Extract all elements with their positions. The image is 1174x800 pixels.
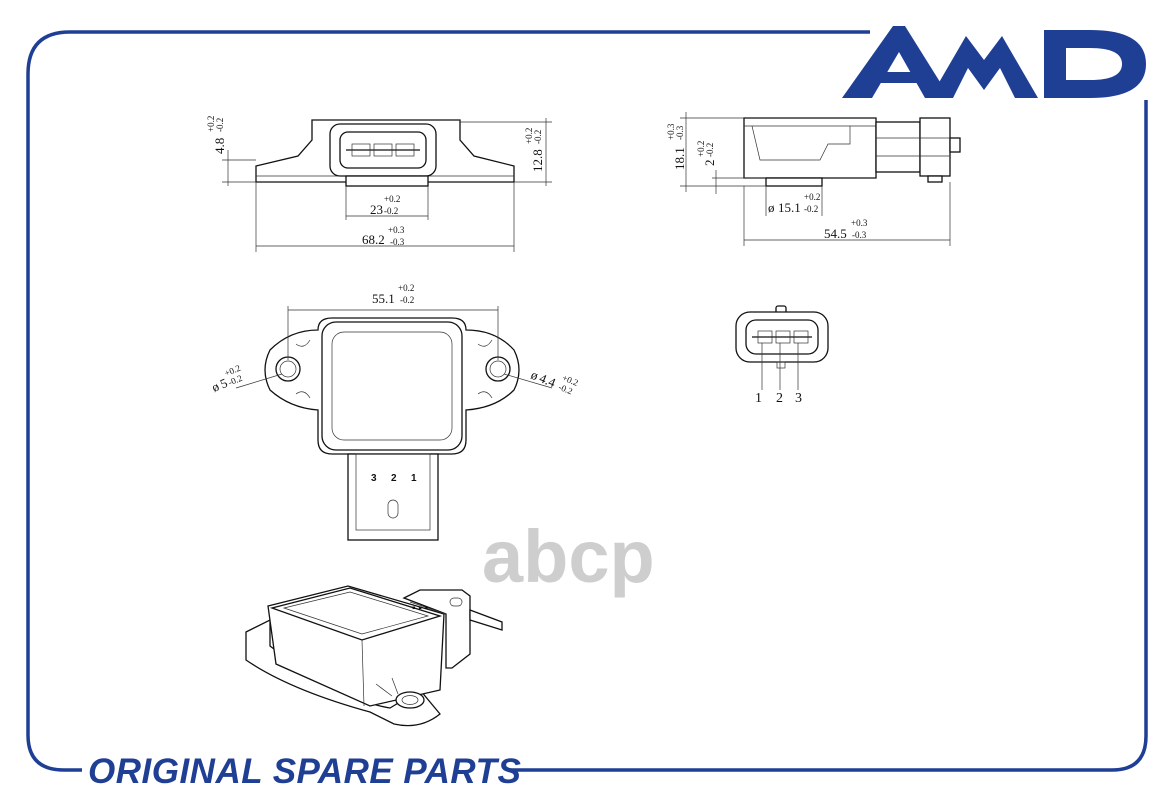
connector-view [735, 305, 829, 390]
tol-total-width-lower: -0.3 [390, 237, 405, 247]
amd-logo [842, 26, 1146, 98]
tol-body-height-lower: -0.2 [533, 130, 543, 144]
dim-shaft-diameter-prefix: ø [768, 200, 775, 215]
dim-total-height: 18.1 [672, 147, 687, 170]
dim-shaft-diameter: 15.1 [778, 200, 801, 215]
tol-flange-height-upper: +0.2 [206, 116, 216, 132]
tol-flange-height-lower: -0.2 [215, 118, 225, 132]
tol-shaft-upper: +0.2 [804, 192, 820, 202]
dim-step-height: 2 [702, 160, 717, 167]
isometric-view: ▪ ▪ ▪ [245, 585, 503, 727]
tol-total-length-upper: +0.3 [851, 218, 868, 228]
dim-total-length: 54.5 [824, 226, 847, 241]
tol-step-height-upper: +0.2 [696, 141, 706, 157]
tol-hole-pitch-upper: +0.2 [398, 283, 414, 293]
dim-body-height: 12.8 [530, 149, 545, 172]
tol-total-height-lower: -0.3 [675, 125, 685, 140]
tol-body-height-upper: +0.2 [524, 128, 534, 144]
connector-pin-3: 3 [795, 391, 802, 406]
tol-total-length-lower: -0.3 [852, 230, 867, 240]
iso-pin-marks: ▪ ▪ ▪ [412, 603, 429, 614]
dim-hole-pitch: 55.1 [372, 291, 395, 306]
side-view [680, 112, 961, 246]
front-view [222, 118, 552, 252]
tol-connector-width-upper: +0.2 [384, 194, 400, 204]
dim-connector-width: 23 [370, 202, 383, 217]
tol-hole-left-lower: -0.2 [227, 373, 244, 388]
frame-border [26, 30, 1148, 772]
top-pin-label-3: 3 [371, 473, 377, 484]
dim-hole-left: 5 [218, 375, 230, 391]
dim-hole-right: 4.4 [537, 370, 558, 390]
top-view [235, 306, 553, 541]
dim-total-width: 68.2 [362, 232, 385, 247]
tol-total-width-upper: +0.3 [388, 225, 405, 235]
tol-connector-width-lower: -0.2 [384, 206, 398, 216]
watermark: abcp [482, 515, 655, 598]
tol-total-height-upper: +0.3 [666, 123, 676, 140]
tol-shaft-lower: -0.2 [804, 204, 818, 214]
tol-hole-right-lower: -0.2 [557, 382, 574, 397]
top-pin-label-1: 1 [411, 473, 417, 484]
top-pin-label-2: 2 [391, 473, 397, 484]
tol-step-height-lower: -0.2 [705, 143, 715, 157]
connector-pin-1: 1 [755, 391, 762, 406]
tol-hole-pitch-lower: -0.2 [400, 295, 414, 305]
connector-pin-2: 2 [776, 391, 783, 406]
dim-flange-height: 4.8 [212, 138, 227, 154]
tagline: ORIGINAL SPARE PARTS [88, 752, 521, 791]
